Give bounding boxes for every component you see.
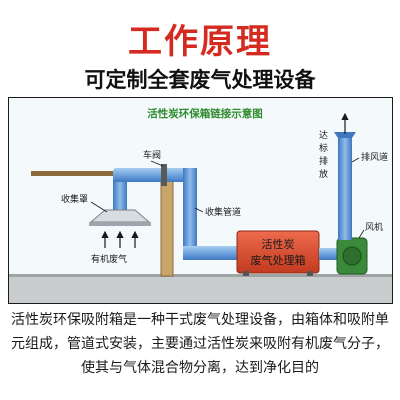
ground xyxy=(9,276,392,303)
valve-flange xyxy=(161,164,167,186)
top-duct xyxy=(113,168,195,182)
hood-pointer xyxy=(90,201,108,213)
stack-cap xyxy=(334,132,356,138)
description-text: 活性炭环保吸附箱是一种干式废气处理设备，由箱体和吸附单元组成，管道式安装，主要通… xyxy=(11,312,389,376)
exhaust-char-1: 达 xyxy=(319,129,328,141)
drop-duct xyxy=(183,168,197,258)
support-pillar xyxy=(160,173,174,277)
box-label-line2: 废气处理箱 xyxy=(251,253,306,267)
page-title: 工作原理 xyxy=(128,22,272,62)
page-subtitle: 可定制全套废气处理设备 xyxy=(84,68,316,92)
fan-label: 风机 xyxy=(365,221,383,233)
hood-riser-duct xyxy=(113,176,127,210)
diagram-svg: 活性炭环保箱链接示意图 活性炭 废气处理箱 xyxy=(9,107,392,303)
organic-gas-label: 有机废气 xyxy=(91,253,127,265)
box-label-line1: 活性炭 xyxy=(262,237,295,251)
chimney-pointer xyxy=(351,157,360,163)
valve-label: 车阀 xyxy=(143,149,161,161)
duct-label: 收集管道 xyxy=(205,206,241,218)
outlet-duct xyxy=(319,248,341,260)
chimney-label: 排风道 xyxy=(361,151,388,163)
collection-hood xyxy=(89,209,151,223)
exhaust-char-2: 标 xyxy=(319,142,328,154)
exhaust-char-4: 放 xyxy=(319,168,328,180)
valve-pointer xyxy=(150,160,164,167)
box-leg xyxy=(243,271,249,276)
box-leg xyxy=(307,271,313,276)
support-beam xyxy=(31,171,181,176)
exhaust-stack xyxy=(338,136,352,240)
inlet-duct xyxy=(183,246,239,260)
duct-pointer xyxy=(194,207,204,213)
hood-rim xyxy=(89,222,151,226)
fan-rotor xyxy=(342,246,362,266)
diagram-caption: 活性炭环保箱链接示意图 xyxy=(147,107,263,120)
diagram-panel: 活性炭环保箱链接示意图 活性炭 废气处理箱 xyxy=(8,97,393,304)
exhaust-char-3: 排 xyxy=(319,155,328,167)
ground-edge xyxy=(9,274,392,277)
hood-label: 收集罩 xyxy=(61,193,88,205)
fan-pointer xyxy=(358,229,365,239)
